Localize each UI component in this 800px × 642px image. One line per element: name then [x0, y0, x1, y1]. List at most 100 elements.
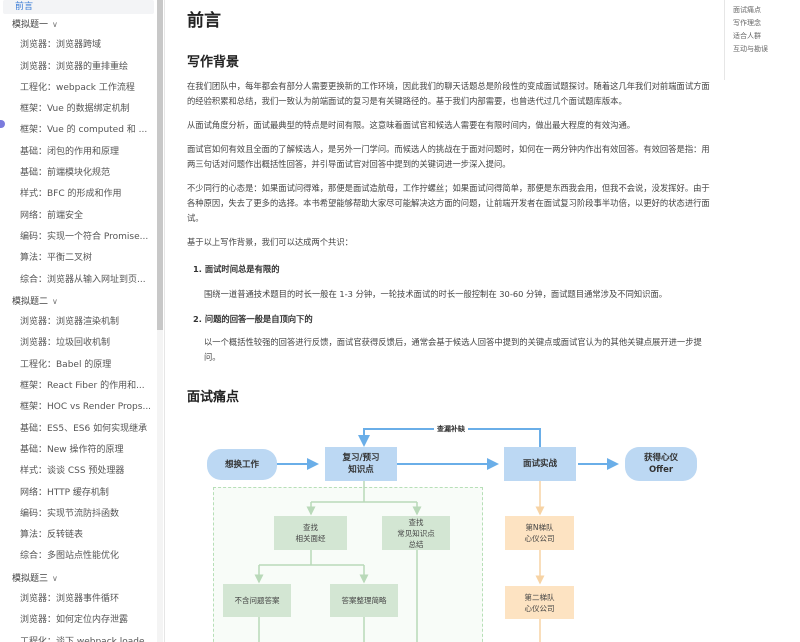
sidebar-item[interactable]: 基础：New 操作符的原理	[0, 440, 157, 461]
sidebar-item[interactable]: 框架：Vue 的 computed 和 ...	[0, 120, 157, 141]
sidebar-item-label: 模拟题一	[12, 20, 49, 30]
sidebar-item-label: 浏览器：如何定位内存泄露	[20, 615, 129, 626]
loop-label: 查漏补缺	[434, 424, 468, 434]
sidebar-item-label: 浏览器：浏览器渲染机制	[20, 317, 120, 328]
section-heading-pain-points: 面试痛点	[187, 390, 240, 405]
toc-item[interactable]: 互动与勘误	[733, 45, 768, 53]
toc-item[interactable]: 面试痛点	[733, 6, 761, 14]
paragraph: 从面试角度分析，面试最典型的特点是时间有限。这意味着面试官和候选人需要在有限时间…	[187, 120, 636, 130]
sidebar-item-label: 基础：ES5、ES6 如何实现继承	[20, 423, 148, 434]
sidebar-item-label: 框架：HOC vs Render Props...	[20, 402, 152, 413]
table-of-contents: 面试痛点 写作理念 适合人群 互动与勘误	[724, 0, 800, 80]
sidebar-item[interactable]: 浏览器：垃圾回收机制	[0, 333, 157, 354]
sidebar-item[interactable]: 浏览器：浏览器跨域	[0, 35, 157, 56]
sidebar-scrollbar-thumb[interactable]	[157, 0, 163, 330]
toc-item[interactable]: 写作理念	[733, 19, 761, 27]
sidebar-item[interactable]: 浏览器：浏览器的重排重绘	[0, 57, 157, 78]
paragraph: 面试官如何有效且全面的了解候选人，是另外一门学问。而候选人的挑战在于面对问题时，…	[187, 144, 710, 169]
sidebar: 前言模拟题一∨浏览器：浏览器跨域浏览器：浏览器的重排重绘工程化：webpack …	[0, 0, 165, 642]
sidebar-item[interactable]: 浏览器：浏览器事件循环	[0, 589, 157, 610]
sidebar-item-preface[interactable]: 前言	[3, 0, 154, 14]
sidebar-item-label: 模拟题三	[12, 573, 49, 584]
sidebar-item[interactable]: 算法：反转链表	[0, 525, 157, 546]
sidebar-item-label: 框架：Vue 的数据绑定机制	[20, 104, 130, 115]
paragraph: 不少同行的心态是：如果面试问得难，那便是面试造航母，工作拧螺丝；如果面试问得简单…	[187, 183, 710, 223]
list-item-title: 1. 面试时间总是有限的	[193, 264, 280, 274]
node-interview: 面试实战	[504, 447, 576, 481]
sidebar-item-label: 框架：React Fiber 的作用和...	[20, 381, 145, 392]
chevron-down-icon: ∨	[52, 573, 58, 583]
node-tier-n: 第N梯队心仪公司	[505, 516, 574, 550]
sidebar-item[interactable]: 浏览器：浏览器渲染机制	[0, 312, 157, 333]
sidebar-item-label: 基础：New 操作符的原理	[20, 444, 124, 455]
sidebar-item-label: 算法：平衡二叉树	[20, 253, 93, 264]
sidebar-item[interactable]: 综合：浏览器从输入网址到页...	[0, 270, 157, 291]
sidebar-item-label: 基础：闭包的作用和原理	[20, 146, 120, 157]
sidebar-item[interactable]: 基础：闭包的作用和原理	[0, 142, 157, 163]
sidebar-item[interactable]: 综合：多图站点性能优化	[0, 546, 157, 567]
sidebar-item-label: 前言	[15, 2, 34, 12]
sidebar-group[interactable]: 模拟题二∨	[0, 291, 157, 312]
paragraph: 在我们团队中，每年都会有部分人需要更换新的工作环境，因此我们的聊天话题总是阶段性…	[187, 81, 710, 106]
node-answer-brief: 答案整理简略	[330, 584, 398, 617]
node-start: 想换工作	[207, 449, 277, 480]
node-review: 复习/预习知识点	[325, 447, 397, 481]
sidebar-group[interactable]: 模拟题一∨	[0, 14, 157, 35]
list-item-body: 以一个概括性较强的回答进行反馈，面试官获得反馈后，通常会基于候选人回答中提到的关…	[204, 337, 702, 362]
sidebar-group[interactable]: 模拟题三∨	[0, 568, 157, 589]
sidebar-item-label: 网络：前端安全	[20, 210, 84, 221]
sidebar-item-label: 浏览器：垃圾回收机制	[20, 338, 111, 349]
node-tier-2: 第二梯队心仪公司	[505, 586, 574, 619]
sidebar-item[interactable]: 框架：React Fiber 的作用和...	[0, 376, 157, 397]
sidebar-item-label: 综合：浏览器从输入网址到页...	[20, 274, 146, 285]
section-heading-background: 写作背景	[187, 55, 240, 70]
sidebar-item-label: 编码：实现一个符合 Promise...	[20, 231, 149, 242]
sidebar-item-label: 模拟题二	[12, 296, 49, 307]
sidebar-item-label: 工程化：webpack 工作流程	[20, 82, 135, 93]
sidebar-item-label: 算法：反转链表	[20, 530, 84, 541]
sidebar-item[interactable]: 框架：Vue 的数据绑定机制	[0, 99, 157, 120]
sidebar-item-label: 编码：实现节流防抖函数	[20, 508, 120, 519]
sidebar-item-label: 浏览器：浏览器跨域	[20, 40, 102, 51]
sidebar-item[interactable]: 基础：前端模块化规范	[0, 163, 157, 184]
list-item-title: 2. 问题的回答一般是自顶向下的	[193, 314, 313, 324]
sidebar-item-label: 工程化：Babel 的原理	[20, 359, 112, 370]
sidebar-item[interactable]: 框架：HOC vs Render Props...	[0, 397, 157, 418]
sidebar-item[interactable]: 浏览器：如何定位内存泄露	[0, 610, 157, 631]
sidebar-item[interactable]: 工程化：谈下 webpack loade...	[0, 632, 157, 642]
floating-tab-icon[interactable]	[0, 120, 5, 128]
chevron-down-icon: ∨	[52, 296, 58, 306]
sidebar-scrollbar[interactable]	[157, 0, 163, 642]
sidebar-item-label: 样式：BFC 的形成和作用	[20, 189, 122, 200]
sidebar-item-label: 基础：前端模块化规范	[20, 168, 111, 179]
page-title: 前言	[187, 11, 221, 31]
sidebar-item-label: 浏览器：浏览器的重排重绘	[20, 61, 129, 72]
sidebar-item-label: 综合：多图站点性能优化	[20, 551, 120, 562]
sidebar-item[interactable]: 网络：HTTP 缓存机制	[0, 483, 157, 504]
sidebar-item[interactable]: 网络：前端安全	[0, 206, 157, 227]
sidebar-item-label: 框架：Vue 的 computed 和 ...	[20, 125, 148, 136]
sidebar-item-label: 网络：HTTP 缓存机制	[20, 487, 109, 498]
sidebar-nav-list: 前言模拟题一∨浏览器：浏览器跨域浏览器：浏览器的重排重绘工程化：webpack …	[0, 0, 157, 642]
chevron-down-icon: ∨	[52, 20, 58, 29]
sidebar-item-label: 样式：谈谈 CSS 预处理器	[20, 466, 125, 477]
paragraph: 基于以上写作背景，我们可以达成两个共识：	[187, 237, 353, 247]
sidebar-item[interactable]: 工程化：webpack 工作流程	[0, 78, 157, 99]
list-item-body: 围绕一道普通技术题目的时长一般在 1-3 分钟，一轮技术面试的时长一般控制在 3…	[204, 289, 668, 299]
node-no-answer: 不含问题答案	[223, 584, 291, 617]
sidebar-item[interactable]: 样式：BFC 的形成和作用	[0, 184, 157, 205]
sidebar-item[interactable]: 样式：谈谈 CSS 预处理器	[0, 461, 157, 482]
sidebar-item[interactable]: 工程化：Babel 的原理	[0, 355, 157, 376]
toc-item[interactable]: 适合人群	[733, 32, 761, 40]
sidebar-item[interactable]: 编码：实现节流防抖函数	[0, 504, 157, 525]
sidebar-item-label: 浏览器：浏览器事件循环	[20, 594, 120, 605]
node-find-summary: 查找常见知识点总结	[382, 516, 450, 550]
article-content: 前言 写作背景 在我们团队中，每年都会有部分人需要更换新的工作环境，因此我们的聊…	[187, 0, 717, 642]
sidebar-item-label: 工程化：谈下 webpack loade...	[20, 636, 154, 642]
sidebar-item[interactable]: 编码：实现一个符合 Promise...	[0, 227, 157, 248]
sidebar-item[interactable]: 算法：平衡二叉树	[0, 248, 157, 269]
sidebar-item[interactable]: 基础：ES5、ES6 如何实现继承	[0, 419, 157, 440]
node-find-experience: 查找相关面经	[274, 516, 347, 550]
